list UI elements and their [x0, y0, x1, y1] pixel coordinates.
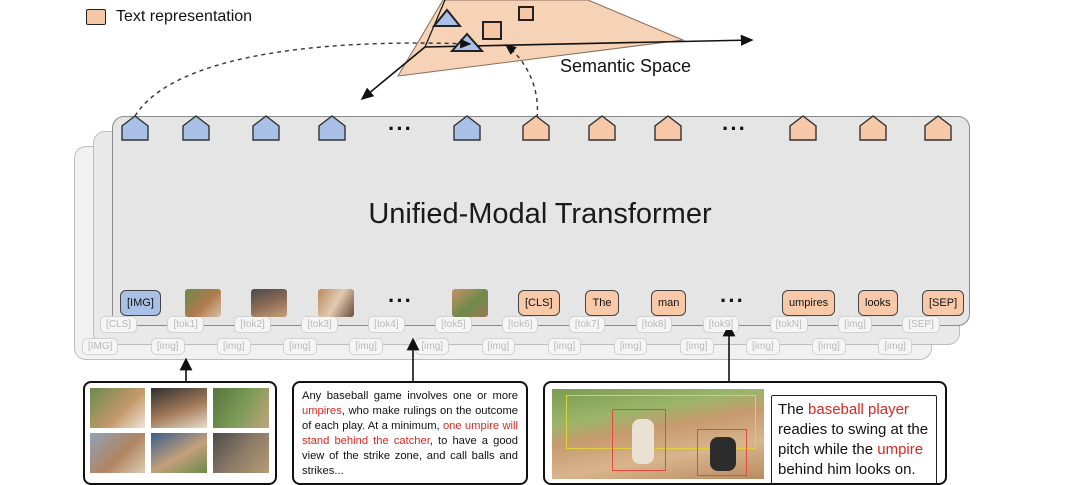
token-sep: [SEP]: [922, 290, 965, 316]
ghost-token: [tok7]: [568, 316, 606, 333]
caption-highlight: umpire: [877, 441, 924, 458]
token-umpires: umpires: [782, 290, 836, 316]
image-representation-triangle-icon: [431, 8, 463, 27]
token-man: man: [651, 290, 687, 316]
ghost-token: [SEP]: [902, 316, 940, 333]
paragraph-segment: Any baseball game involves one or more: [302, 390, 518, 402]
ghost-token: [img]: [349, 338, 383, 355]
semantic-space-diagram: [134, 0, 754, 119]
text-output-pentagon-icon: [924, 115, 952, 141]
dashed-arrow-text: [504, 44, 539, 119]
ghost-token: [img]: [613, 338, 648, 355]
ellipsis: ···: [388, 116, 413, 141]
image-thumbnail: [151, 388, 207, 428]
ghost-token: [CLS]: [100, 316, 138, 333]
ghost-token: [img]: [283, 338, 317, 355]
paragraph-segment: , who make rulings on the outcome of eac…: [302, 405, 518, 432]
token-the: The: [585, 290, 619, 316]
ghost-token: [IMG]: [82, 338, 119, 355]
paragraph-highlight: one umpire will stand behind the catcher: [302, 420, 518, 447]
umpire-figure: [710, 437, 736, 471]
token-img: [IMG]: [120, 290, 161, 316]
ghost-token: [tok6]: [501, 316, 539, 333]
image-output-pentagon-icon: [318, 115, 346, 141]
caption-segment: The: [778, 401, 809, 418]
ghost-token: [tokN]: [769, 316, 808, 333]
batter-figure: [632, 419, 654, 464]
ellipsis: ···: [722, 116, 747, 141]
text-output-pentagon-icon: [588, 115, 616, 141]
text-output-pentagon-icon: [654, 115, 682, 141]
caption-text: The baseball player readies to swing at …: [778, 400, 930, 480]
axis-x: [424, 34, 754, 48]
axis-z: [360, 46, 426, 101]
image-output-pentagon-icon: [121, 115, 149, 141]
ellipsis: ···: [720, 288, 745, 313]
ghost-token: [tok8]: [635, 316, 673, 333]
ghost-token: [img]: [746, 338, 780, 355]
ghost-token: [img]: [481, 338, 516, 355]
paragraph-text: Any baseball game involves one or more u…: [294, 383, 526, 483]
image-thumbnail: [90, 388, 145, 428]
input-arrows: [179, 330, 736, 382]
text-representation-square-icon: [518, 6, 534, 21]
text-output-pentagon-icon: [859, 115, 887, 141]
caption-segment: readies to swing at the pitch while the: [778, 421, 929, 458]
token-cls: [CLS]: [518, 290, 560, 316]
image-patch-thumbnail: [251, 289, 287, 317]
output-representations: [121, 115, 952, 141]
caption-highlight: baseball player: [808, 401, 909, 418]
legend-label: Text representation: [116, 8, 253, 25]
image-patch-thumbnail: [318, 289, 354, 317]
text-representation-square-icon: [482, 21, 502, 40]
image-thumbnail: [213, 388, 269, 428]
paragraph-highlight: umpires: [302, 405, 342, 417]
ghost-token: [img]: [217, 338, 251, 355]
detection-box: [566, 395, 756, 449]
image-output-pentagon-icon: [252, 115, 280, 141]
image-thumbnail: [151, 433, 207, 473]
baseball-photo: [552, 389, 764, 479]
image-thumbnail: [90, 433, 145, 473]
ellipsis: ···: [388, 288, 413, 313]
token-looks: looks: [858, 290, 898, 316]
image-output-pentagon-icon: [182, 115, 210, 141]
caption-box: The baseball player readies to swing at …: [771, 395, 937, 483]
image-thumbnail: [213, 433, 269, 473]
ghost-token: [img]: [415, 338, 450, 355]
ghost-token: [img]: [812, 338, 846, 355]
image-collection-panel: [83, 381, 277, 485]
ghost-token: [img]: [547, 338, 582, 355]
image-patch-thumbnail: [185, 289, 221, 317]
ghost-token: [img]: [838, 316, 872, 333]
ghost-token: [tok9]: [702, 316, 740, 333]
text-output-pentagon-icon: [789, 115, 817, 141]
text-output-pentagon-icon: [522, 115, 550, 141]
ghost-token: [img]: [679, 338, 714, 355]
legend: Text representation: [86, 8, 252, 26]
text-corpus-panel: Any baseball game involves one or more u…: [292, 381, 528, 485]
transformer-title: Unified-Modal Transformer: [368, 198, 712, 230]
ghost-token: [img]: [878, 338, 912, 355]
caption-segment: behind him looks on.: [778, 461, 916, 478]
text-representation-square-icon: [86, 9, 106, 25]
ghost-token: [img]: [150, 338, 185, 355]
ghost-token: [tok4]: [368, 316, 405, 333]
image-patch-thumbnail: [452, 289, 488, 317]
semantic-space-label: Semantic Space: [560, 56, 692, 76]
semantic-plane: [397, 0, 685, 77]
ghost-token-row: [IMG] [img] [img] [img] [img] [img] [img…: [82, 338, 912, 355]
image-text-pair-panel: The baseball player readies to swing at …: [543, 381, 947, 485]
image-output-pentagon-icon: [453, 115, 481, 141]
